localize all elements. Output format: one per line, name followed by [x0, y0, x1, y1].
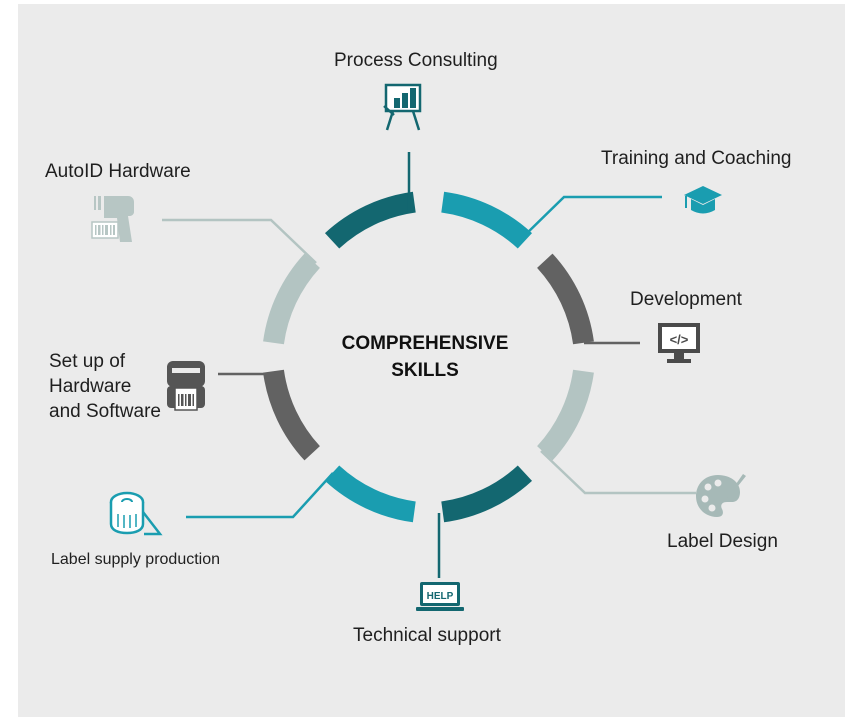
label-label-supply-production: Label supply production: [51, 551, 221, 568]
barcode-scanner-icon: [91, 196, 134, 242]
label-setup-hardware-software: Set up of Hardware and Software: [49, 349, 161, 424]
palette-icon: [696, 474, 746, 517]
label-setup-line1: Set up of: [49, 351, 126, 372]
label-printer-icon: [167, 361, 205, 411]
segment-technical-support: [441, 465, 533, 523]
segment-training-coaching: [441, 191, 533, 249]
connector-training-coaching: [521, 195, 662, 239]
connector-label-supply: [186, 472, 334, 519]
center-title-line2: SKILLS: [391, 360, 459, 381]
code-monitor-icon: </>: [658, 323, 700, 363]
presentation-chart-icon: [383, 83, 422, 131]
center-title: COMPREHENSIVE SKILLS: [300, 330, 550, 384]
label-setup-line2: Hardware: [49, 376, 132, 397]
segment-label-design: [536, 369, 594, 461]
connector-label-design: [540, 450, 696, 495]
label-technical-support: Technical support: [353, 625, 501, 646]
segment-autoid-hardware: [263, 253, 321, 345]
segment-label-supply: [324, 465, 416, 523]
graduation-cap-icon: [684, 186, 722, 214]
help-laptop-icon: HELP: [416, 582, 464, 611]
segment-process-consulting: [324, 191, 416, 249]
label-label-design: Label Design: [667, 531, 778, 552]
svg-text:HELP: HELP: [427, 591, 454, 602]
label-autoid-hardware: AutoID Hardware: [45, 161, 191, 182]
svg-text:</>: </>: [670, 332, 689, 347]
label-training-coaching: Training and Coaching: [601, 148, 792, 169]
label-roll-icon: [109, 491, 163, 536]
label-setup-line3: and Software: [49, 401, 161, 422]
connector-autoid-hardware: [162, 218, 317, 264]
center-title-line1: COMPREHENSIVE: [341, 333, 509, 354]
label-development: Development: [630, 289, 742, 310]
segment-development: [536, 253, 594, 345]
label-process-consulting: Process Consulting: [334, 50, 498, 71]
segment-setup: [263, 369, 321, 461]
